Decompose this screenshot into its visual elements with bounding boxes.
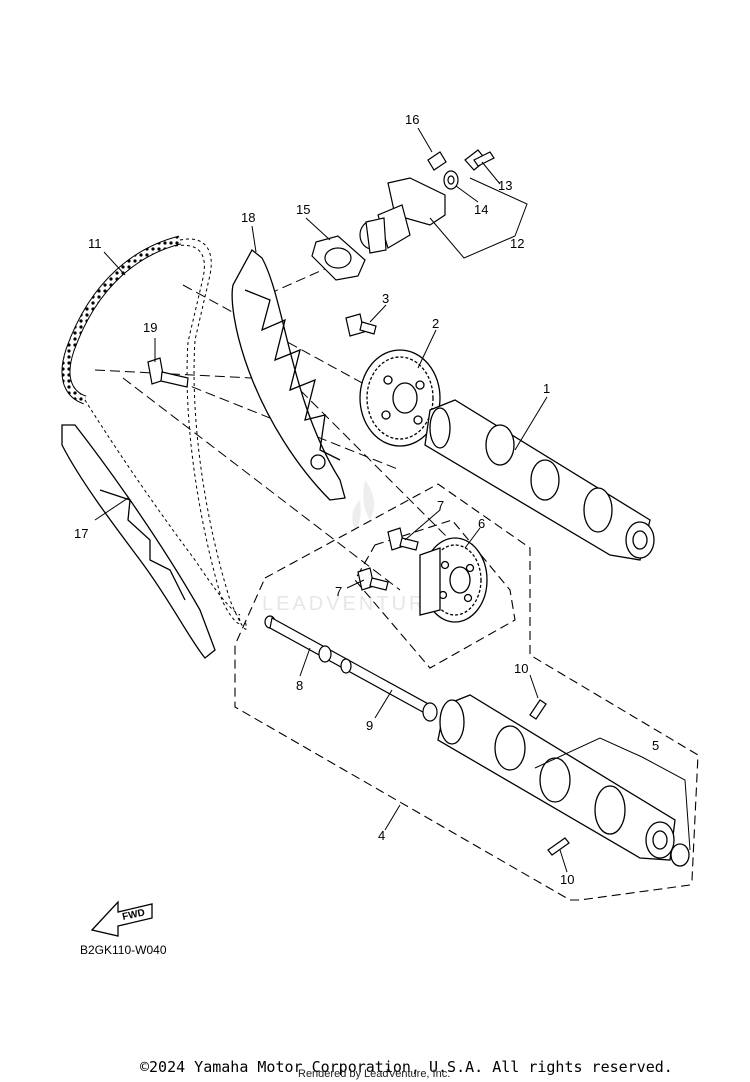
camshaft-5 (437, 694, 690, 867)
callout-11: 11 (88, 236, 102, 251)
callout-7b: 7 (335, 584, 342, 599)
callout-3: 3 (382, 291, 389, 306)
sprocket-6-outline (354, 519, 516, 669)
callout-10b: 10 (560, 872, 574, 887)
callout-8: 8 (296, 678, 303, 693)
rendered-by-notice: Rendered by LeadVenture, Inc. (298, 1068, 451, 1080)
fwd-arrow-icon (90, 900, 153, 937)
chain-guide (231, 249, 346, 501)
callout-12: 12 (510, 236, 524, 251)
shaft-8-9 (264, 615, 438, 722)
bolt-3 (345, 313, 377, 337)
pins-10 (529, 699, 570, 856)
callout-14: 14 (474, 202, 488, 217)
bolts-7 (357, 527, 419, 591)
timing-chain (61, 235, 247, 630)
fwd-label: FWD (121, 907, 146, 922)
callout-16: 16 (405, 112, 419, 127)
leader-lines (94, 127, 691, 873)
callout-9: 9 (366, 718, 373, 733)
callout-13: 13 (498, 178, 512, 193)
bolt-19 (147, 357, 189, 388)
small-fasteners (427, 149, 495, 190)
copyright-notice: ©2024 Yamaha Motor Corporation, U.S.A. A… (140, 1058, 673, 1076)
tensioner-guide (61, 424, 216, 659)
gasket-15 (311, 235, 366, 281)
callout-15: 15 (296, 202, 310, 217)
callout-4: 4 (378, 828, 385, 843)
callout-2: 2 (432, 316, 439, 331)
callout-19: 19 (143, 320, 157, 335)
callout-6: 6 (478, 516, 485, 531)
sprocket-6 (419, 537, 488, 623)
watermark: LEADVENTURE (262, 480, 443, 615)
callout-10a: 10 (514, 661, 528, 676)
callout-1: 1 (543, 381, 550, 396)
camshaft-1 (424, 399, 655, 561)
callout-7a: 7 (437, 498, 444, 513)
callout-labels: 1 2 3 4 5 6 7 7 8 9 10 10 11 12 13 14 15… (74, 112, 659, 887)
fwd-arrow: FWD (90, 900, 153, 937)
watermark-text: LEADVENTURE (262, 593, 443, 615)
diagram-code: B2GK110-W040 (80, 943, 167, 957)
callout-5: 5 (652, 738, 659, 753)
callout-17: 17 (74, 526, 88, 541)
callout-18: 18 (241, 210, 255, 225)
tensioner-12 (359, 177, 446, 254)
sprocket-2 (359, 349, 441, 447)
